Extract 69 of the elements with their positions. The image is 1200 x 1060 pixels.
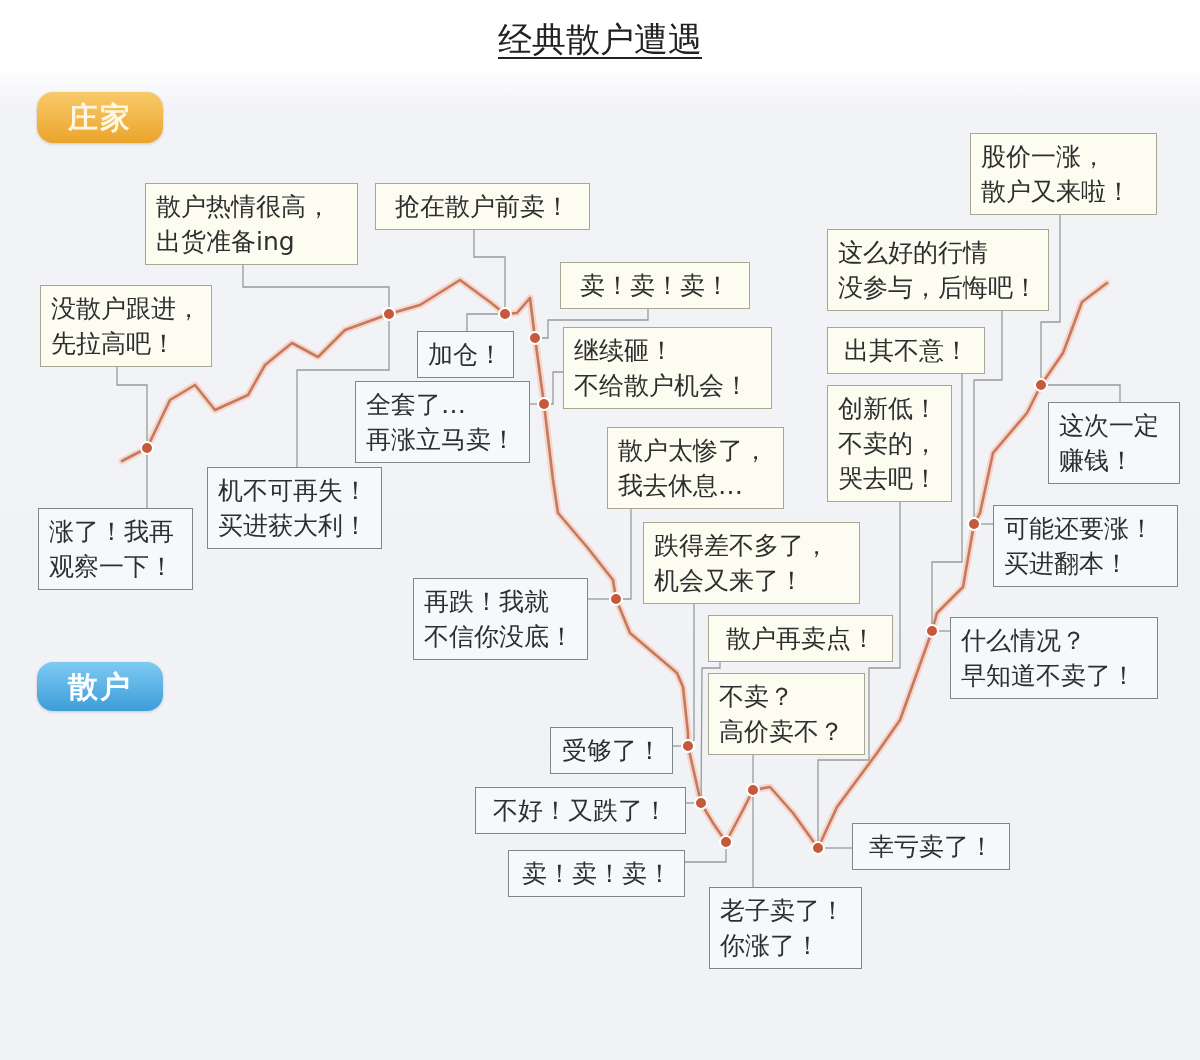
callout: 创新低！不卖的，哭去吧！	[827, 385, 952, 502]
marker-dot-icon	[498, 307, 512, 321]
callout: 涨了！我再观察一下！	[38, 508, 193, 590]
leader-line	[980, 523, 994, 525]
callout: 跌得差不多了，机会又来了！	[643, 522, 860, 604]
callout: 出其不意！	[827, 327, 985, 374]
leader-line	[752, 796, 754, 888]
callout: 加仓！	[417, 331, 514, 378]
leader-line	[824, 847, 853, 849]
leader-line	[973, 310, 1003, 518]
callout: 股价一涨，散户又来啦！	[970, 133, 1157, 215]
callout: 继续砸！不给散户机会！	[563, 327, 772, 409]
leader-line	[938, 630, 951, 632]
callout: 可能还要涨！买进翻本！	[993, 505, 1178, 587]
callout: 幸亏卖了！	[852, 823, 1010, 870]
leader-line	[672, 745, 682, 747]
role-tag: 散户	[37, 662, 163, 711]
marker-dot-icon	[537, 397, 551, 411]
callout: 没散户跟进，先拉高吧！	[40, 285, 212, 367]
callout: 不好！又跌了！	[475, 787, 686, 834]
leader-line	[685, 802, 695, 804]
role-tag: 庄家	[37, 92, 163, 143]
callout: 这次一定赚钱！	[1048, 402, 1180, 484]
leader-line	[700, 661, 721, 797]
leader-line	[692, 603, 695, 742]
leader-line	[817, 501, 901, 842]
marker-dot-icon	[528, 331, 542, 345]
leader-line	[473, 229, 506, 308]
marker-dot-icon	[719, 835, 733, 849]
callout: 抢在散户前卖！	[375, 183, 590, 230]
leader-line	[116, 366, 148, 442]
callout: 这么好的行情没参与，后悔吧！	[827, 229, 1049, 311]
callout: 卖！卖！卖！	[560, 262, 750, 309]
leader-line	[242, 264, 390, 308]
marker-dot-icon	[694, 796, 708, 810]
leader-line	[752, 754, 754, 784]
leader-line	[550, 371, 564, 405]
callout: 老子卖了！你涨了！	[709, 887, 862, 969]
marker-dot-icon	[811, 841, 825, 855]
callout: 不卖？高价卖不？	[708, 673, 865, 755]
leader-line	[587, 598, 610, 600]
marker-dot-icon	[746, 783, 760, 797]
leader-line	[146, 454, 148, 509]
leader-line	[1040, 214, 1061, 379]
callout: 机不可再失！买进获大利！	[207, 467, 382, 549]
leader-line	[931, 373, 963, 625]
callout: 卖！卖！卖！	[508, 850, 685, 897]
leader-line	[466, 313, 499, 332]
title: 经典散户遭遇	[498, 18, 702, 61]
leader-line	[296, 320, 390, 468]
marker-dot-icon	[967, 517, 981, 531]
callout: 全套了…再涨立马卖！	[355, 381, 530, 463]
leader-line	[541, 308, 649, 339]
callout: 什么情况？早知道不卖了！	[950, 617, 1158, 699]
marker-dot-icon	[609, 592, 623, 606]
leader-line	[529, 403, 538, 405]
callout: 散户太惨了，我去休息…	[607, 427, 784, 509]
callout: 受够了！	[550, 727, 673, 774]
marker-dot-icon	[140, 441, 154, 455]
marker-dot-icon	[382, 307, 396, 321]
marker-dot-icon	[681, 739, 695, 753]
callout: 散户再卖点！	[708, 615, 893, 662]
callout: 散户热情很高，出货准备ing	[145, 183, 358, 265]
callout: 再跌！我就不信你没底！	[413, 578, 588, 660]
marker-dot-icon	[1034, 378, 1048, 392]
leader-line	[622, 508, 632, 600]
leader-line	[1047, 384, 1121, 403]
marker-dot-icon	[925, 624, 939, 638]
leader-line	[684, 848, 727, 863]
